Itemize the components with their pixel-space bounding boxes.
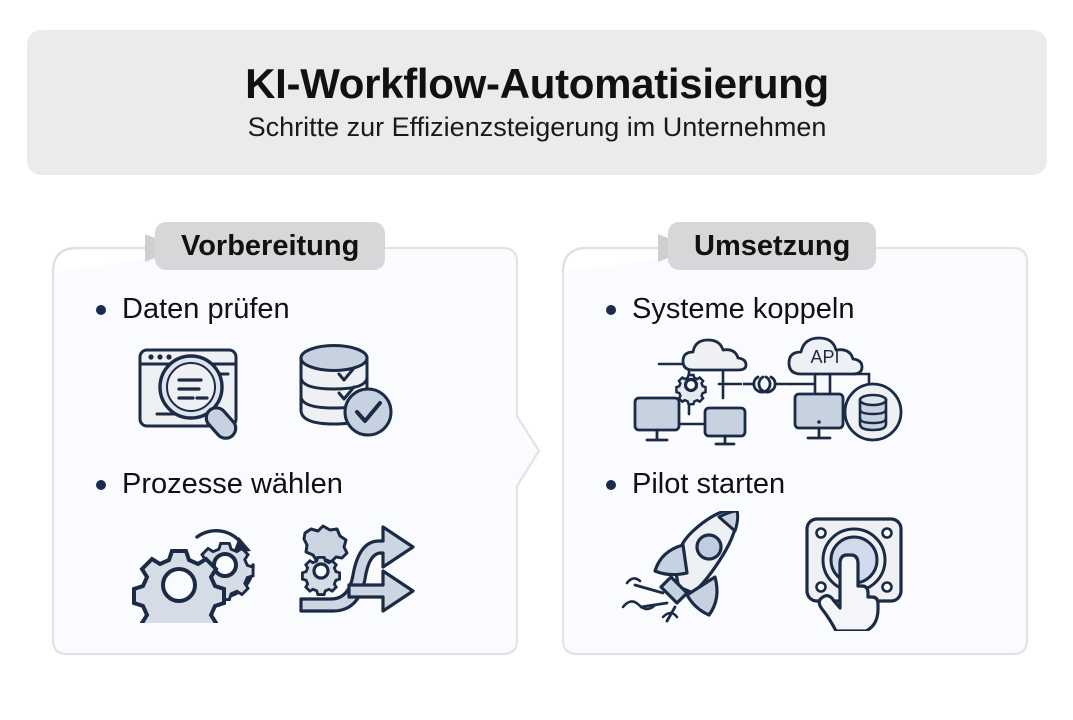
push-button-hand-icon	[793, 511, 921, 636]
panel-title-label: Umsetzung	[694, 229, 851, 262]
step-prozesse-waehlen: Prozesse wählen	[53, 468, 517, 643]
page-subtitle: Schritte zur Effizienzsteigerung im Unte…	[247, 112, 827, 143]
step-label: Pilot starten	[632, 468, 786, 500]
api-cloud-label: API	[810, 347, 839, 367]
bullet-row: Prozesse wählen	[53, 468, 517, 501]
bullet-row: Daten prüfen	[53, 293, 517, 326]
panel-title-pill-vorbereitung: Vorbereitung	[155, 222, 386, 270]
icon-row	[53, 336, 517, 451]
cloud-network-api-icon: API	[619, 336, 909, 453]
process-branch-arrows-icon	[291, 511, 419, 628]
bullet-dot	[96, 479, 106, 490]
bullet-dot	[606, 304, 616, 315]
step-label: Prozesse wählen	[122, 468, 343, 500]
bullet-dot	[96, 304, 106, 315]
bullet-row: Pilot starten	[563, 468, 1027, 501]
icon-row	[53, 511, 517, 643]
panel-title-pill-umsetzung: Umsetzung	[668, 222, 877, 270]
gears-rotation-icon	[127, 511, 267, 643]
step-pilot-starten: Pilot starten	[563, 468, 1027, 636]
document-search-icon	[127, 336, 263, 451]
panel-title-label: Vorbereitung	[181, 229, 360, 262]
step-label: Daten prüfen	[122, 293, 290, 325]
rocket-launch-icon	[619, 507, 769, 628]
database-check-icon	[287, 336, 399, 451]
header-band: KI-Workflow-Automatisierung Schritte zur…	[27, 30, 1047, 175]
panel-vorbereitung: Vorbereitung Daten prüfen	[51, 222, 541, 672]
bullet-row: Systeme koppeln	[563, 293, 1027, 326]
icon-row: API	[563, 336, 1027, 453]
page-title: KI-Workflow-Automatisierung	[245, 60, 829, 108]
step-systeme-koppeln: Systeme koppeln	[563, 293, 1027, 453]
bullet-dot	[606, 479, 616, 490]
panel-umsetzung: Umsetzung Systeme koppeln	[561, 222, 1029, 672]
step-label: Systeme koppeln	[632, 293, 855, 325]
step-daten-pruefen: Daten prüfen	[53, 293, 517, 451]
icon-row	[563, 507, 1027, 636]
